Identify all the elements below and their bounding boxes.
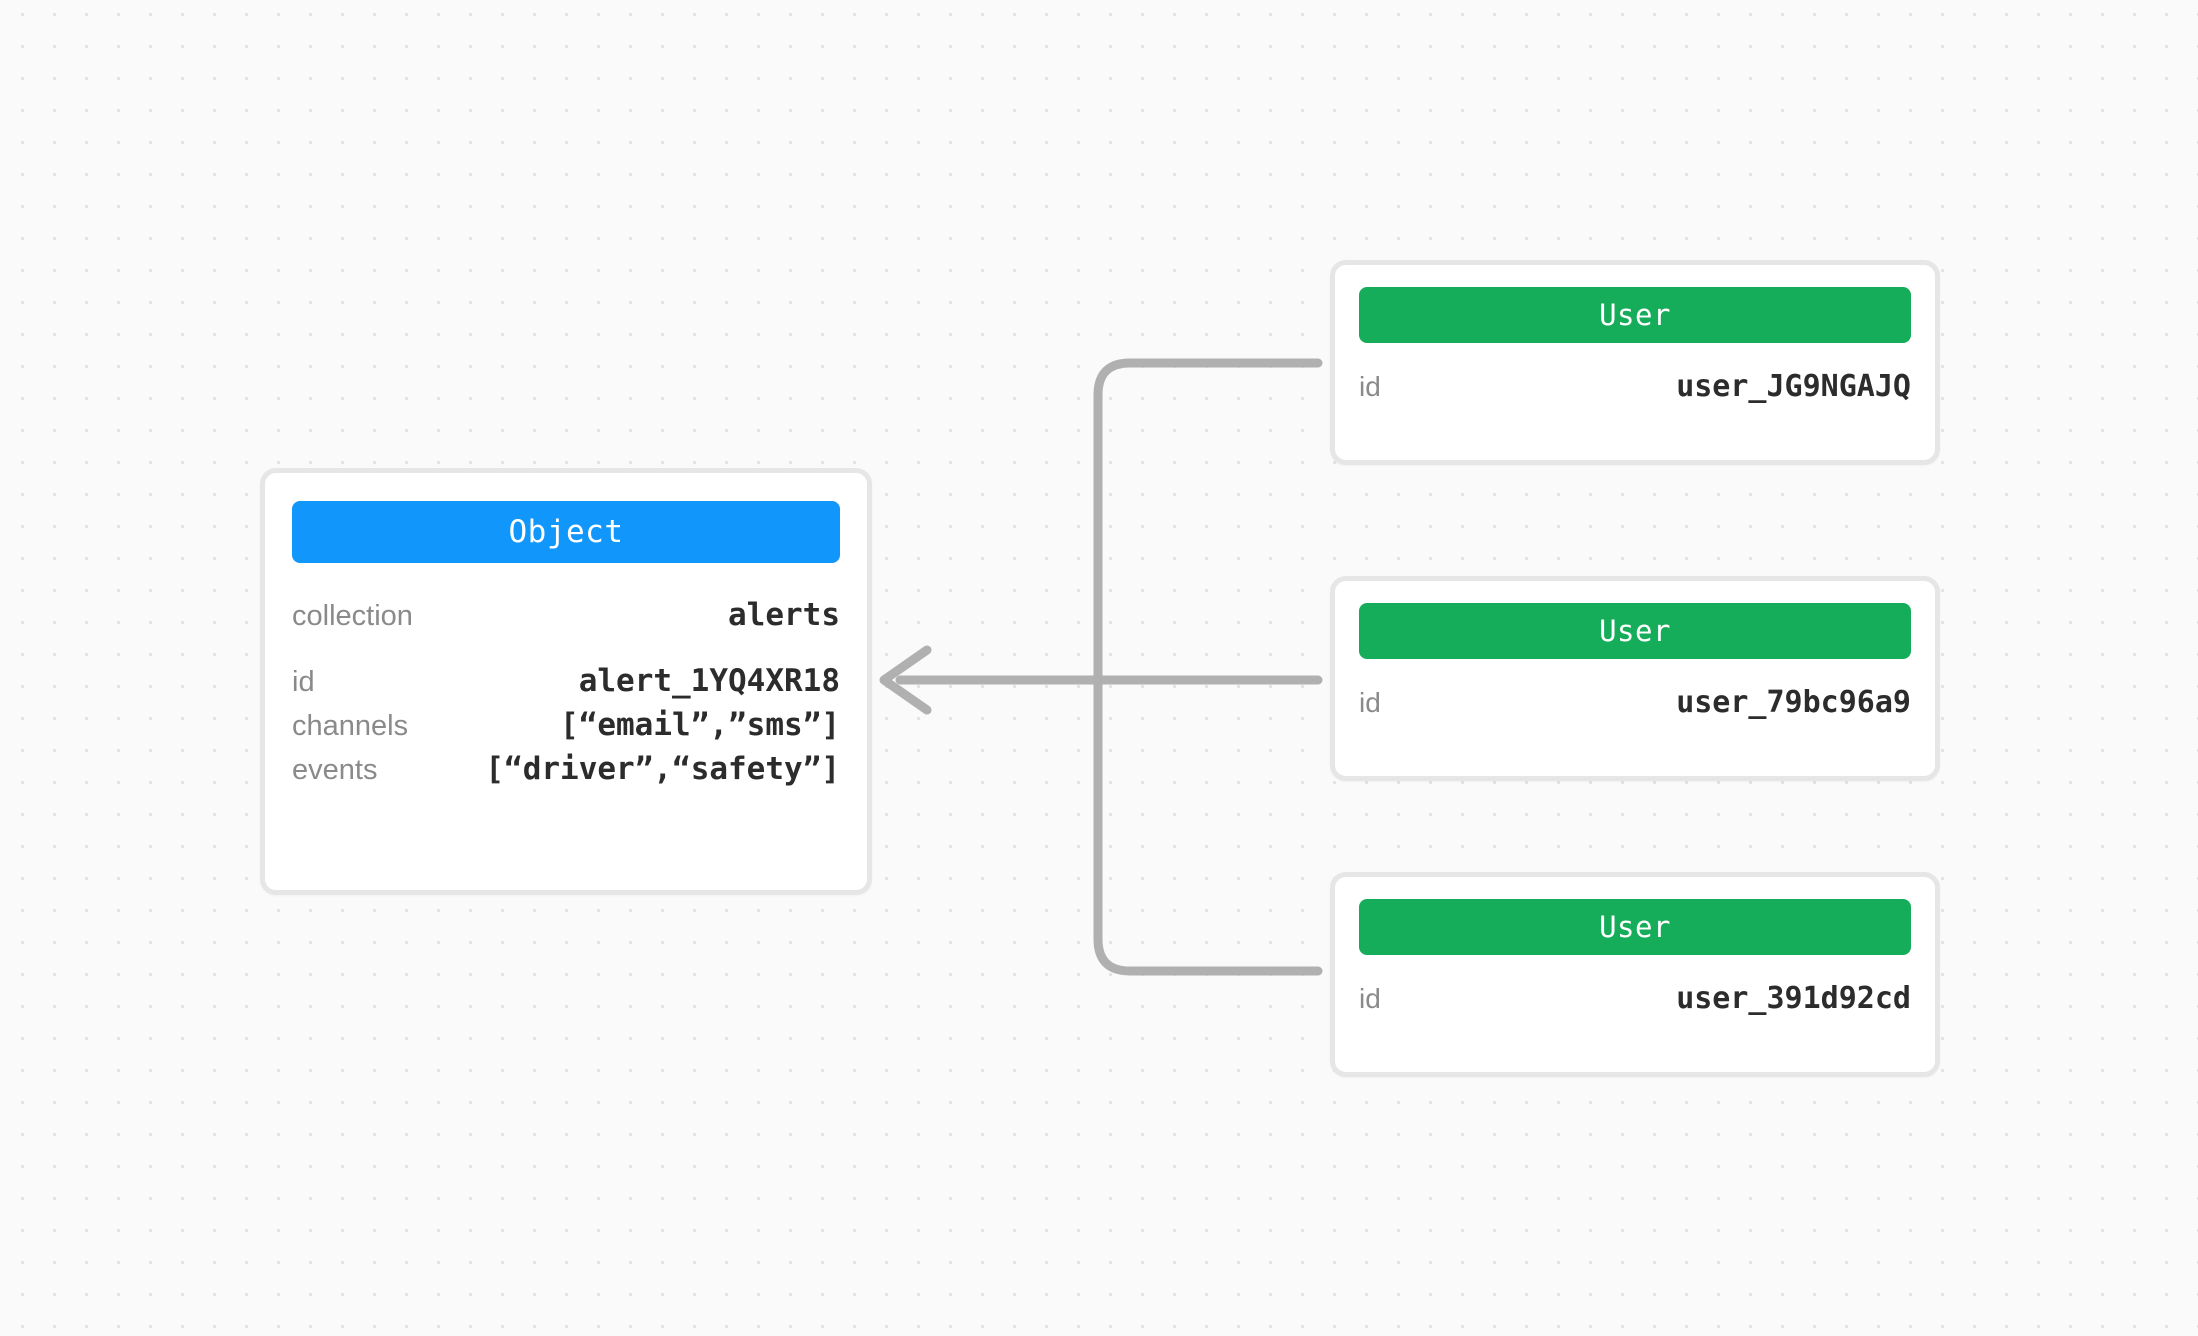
field-row-events: events [“driver”,“safety”] bbox=[292, 747, 840, 791]
field-value: [“driver”,“safety”] bbox=[485, 751, 840, 787]
field-value: [“email”,”sms”] bbox=[560, 707, 840, 743]
field-group-separator bbox=[292, 637, 840, 659]
node-user-type-header: User bbox=[1359, 287, 1911, 343]
edge-to-user-0 bbox=[1093, 358, 1323, 685]
edge-arrowhead-icon bbox=[879, 645, 932, 715]
field-key: events bbox=[292, 754, 378, 786]
field-row-id: id user_79bc96a9 bbox=[1359, 685, 1911, 720]
node-object[interactable]: Object collection alerts id alert_1YQ4XR… bbox=[260, 468, 872, 895]
field-value: alert_1YQ4XR18 bbox=[578, 663, 840, 699]
field-value: user_79bc96a9 bbox=[1676, 685, 1911, 720]
field-key: id bbox=[1359, 371, 1381, 402]
node-user-type-header: User bbox=[1359, 899, 1911, 955]
field-row-collection: collection alerts bbox=[292, 593, 840, 637]
field-key: collection bbox=[292, 600, 413, 632]
field-key: id bbox=[1359, 687, 1381, 718]
node-user-2[interactable]: User id user_391d92cd bbox=[1330, 872, 1940, 1077]
field-key: channels bbox=[292, 710, 409, 742]
node-user-fields: id user_391d92cd bbox=[1359, 981, 1911, 1016]
node-object-type-header: Object bbox=[292, 501, 840, 563]
field-value: alerts bbox=[728, 597, 840, 633]
field-row-id: id user_JG9NGAJQ bbox=[1359, 369, 1911, 404]
field-row-channels: channels [“email”,”sms”] bbox=[292, 703, 840, 747]
field-row-id: id alert_1YQ4XR18 bbox=[292, 659, 840, 703]
node-user-fields: id user_JG9NGAJQ bbox=[1359, 369, 1911, 404]
node-user-1[interactable]: User id user_79bc96a9 bbox=[1330, 576, 1940, 781]
edge-to-user-2 bbox=[1093, 675, 1323, 976]
node-user-fields: id user_79bc96a9 bbox=[1359, 685, 1911, 720]
field-value: user_391d92cd bbox=[1676, 981, 1911, 1016]
field-key: id bbox=[292, 666, 315, 698]
field-row-id: id user_391d92cd bbox=[1359, 981, 1911, 1016]
node-user-0[interactable]: User id user_JG9NGAJQ bbox=[1330, 260, 1940, 465]
field-key: id bbox=[1359, 983, 1381, 1014]
field-value: user_JG9NGAJQ bbox=[1676, 369, 1911, 404]
node-object-fields: collection alerts id alert_1YQ4XR18 chan… bbox=[292, 593, 840, 791]
node-user-type-header: User bbox=[1359, 603, 1911, 659]
